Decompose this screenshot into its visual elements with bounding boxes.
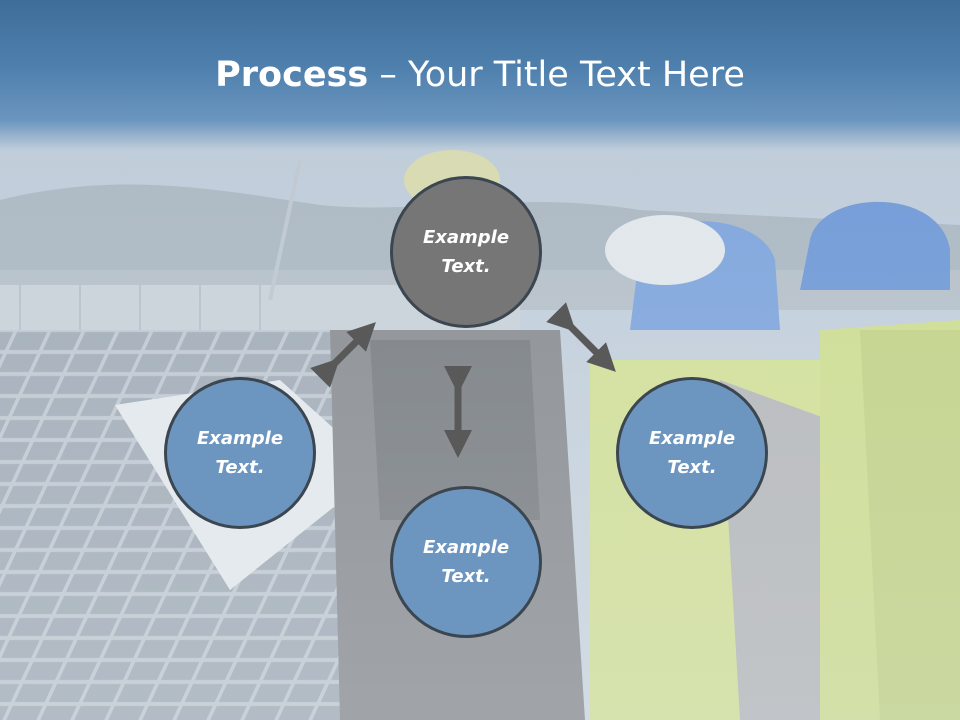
process-node-left[interactable]: Example Text.	[164, 377, 316, 529]
slide-title: Process – Your Title Text Here	[0, 52, 960, 98]
title-band	[0, 0, 960, 150]
process-node-bottom[interactable]: Example Text.	[390, 486, 542, 638]
process-node-top[interactable]: Example Text.	[390, 176, 542, 328]
title-bold-part: Process	[215, 55, 369, 95]
node-left-text: Example Text.	[196, 428, 284, 478]
node-bottom-text: Example Text.	[422, 537, 510, 587]
title-rest-part: – Your Title Text Here	[368, 55, 745, 95]
node-right-text: Example Text.	[648, 428, 736, 478]
node-top-text: Example Text.	[422, 227, 510, 277]
process-node-right[interactable]: Example Text.	[616, 377, 768, 529]
